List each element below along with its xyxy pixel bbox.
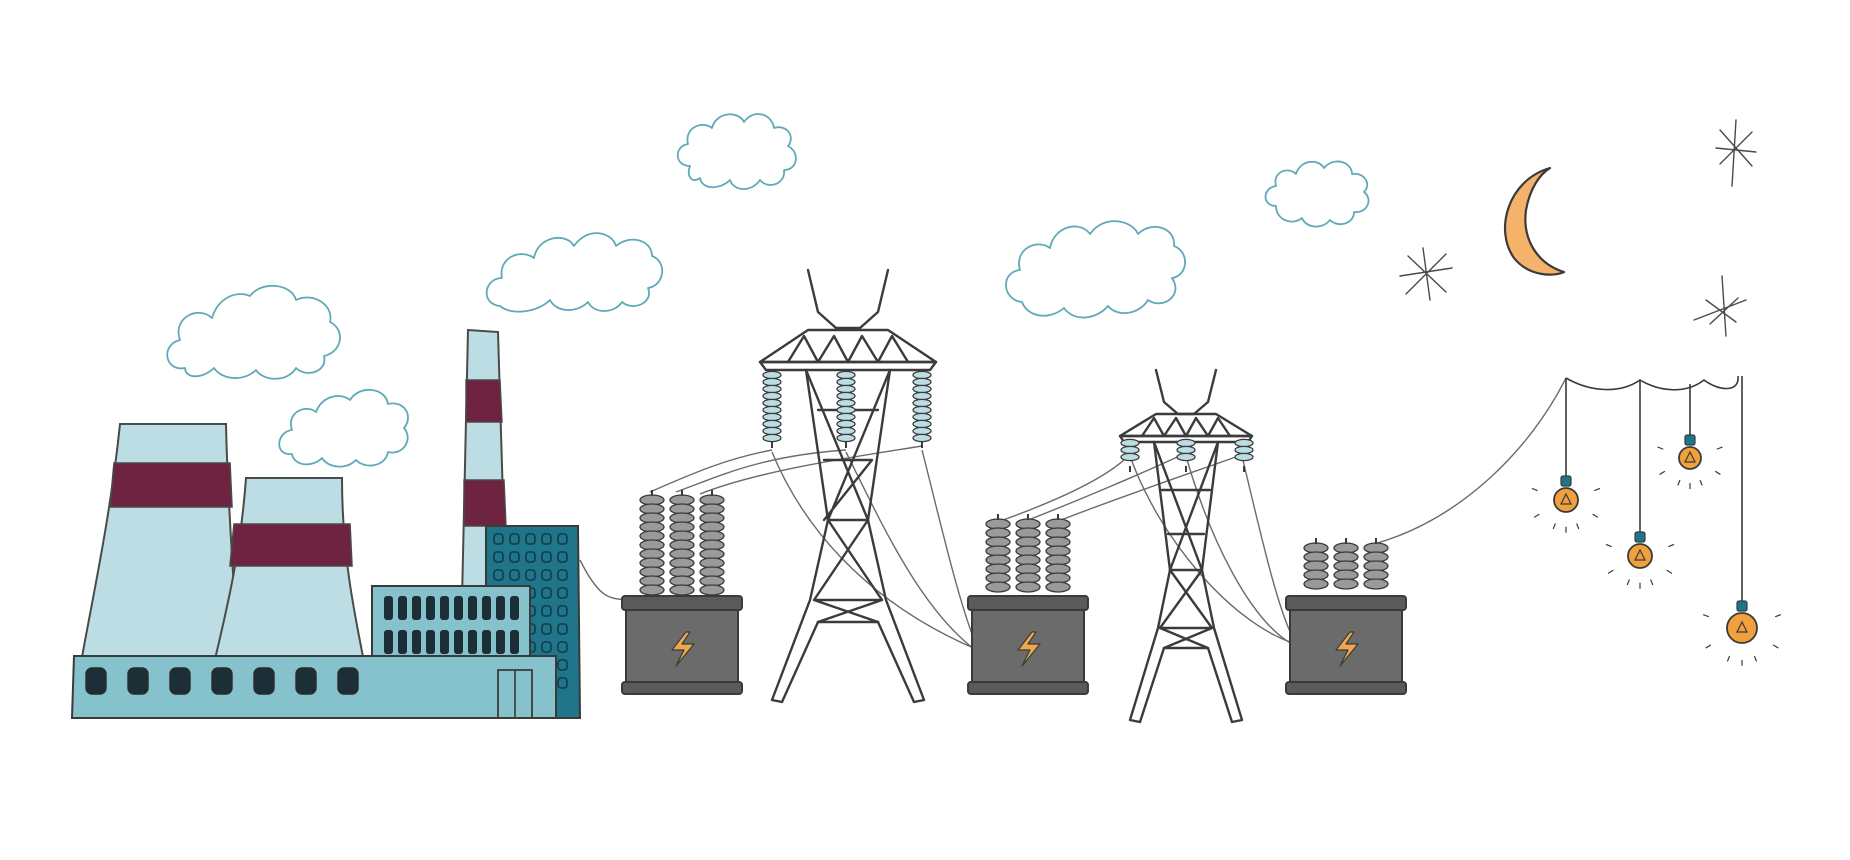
light-bulb-icon	[1702, 376, 1782, 667]
plant-window	[557, 677, 568, 689]
plant-window	[426, 596, 435, 620]
plant-window	[412, 630, 421, 654]
plant-window	[440, 630, 449, 654]
lightning-bolt-icon	[1017, 631, 1041, 667]
plant-window	[127, 667, 149, 695]
cloud-icon	[1264, 160, 1370, 228]
plant-window	[557, 623, 568, 635]
plant-window	[493, 569, 504, 581]
insulator	[1176, 438, 1196, 472]
cloud-icon	[676, 113, 797, 190]
plant-window	[482, 630, 491, 654]
plant-window	[557, 551, 568, 563]
plant-window	[541, 641, 552, 653]
insulator	[1234, 438, 1254, 472]
plant-window	[557, 605, 568, 617]
plant-window	[509, 569, 520, 581]
plant-window	[525, 569, 536, 581]
plant-window	[440, 596, 449, 620]
star-icon	[1693, 275, 1747, 337]
transmission-tower-icon	[1118, 368, 1254, 724]
plant-window	[384, 596, 393, 620]
plant-window	[211, 667, 233, 695]
insulator	[762, 370, 782, 448]
plant-window	[398, 596, 407, 620]
plant-window	[493, 551, 504, 563]
plant-window	[541, 587, 552, 599]
insulator	[1120, 438, 1140, 472]
plant-window	[541, 569, 552, 581]
power-plant-icon	[70, 328, 582, 719]
star-icon	[1715, 119, 1757, 187]
plant-window	[426, 630, 435, 654]
plant-window	[541, 533, 552, 545]
cloud-icon	[166, 284, 341, 380]
plant-window	[454, 596, 463, 620]
plant-window	[482, 596, 491, 620]
insulator	[912, 370, 932, 448]
cloud-icon	[278, 389, 409, 468]
cooling-tower-icon	[78, 423, 240, 669]
plant-window	[510, 596, 519, 620]
plant-window	[295, 667, 317, 695]
plant-window	[454, 630, 463, 654]
cloud-icon	[485, 232, 663, 313]
plant-window	[398, 630, 407, 654]
plant-window	[509, 551, 520, 563]
plant-window	[253, 667, 275, 695]
plant-window	[412, 596, 421, 620]
plant-window	[509, 533, 520, 545]
plant-window	[525, 533, 536, 545]
transformer-icon	[967, 514, 1089, 695]
plant-window	[541, 551, 552, 563]
plant-window	[493, 533, 504, 545]
cooling-tower-icon	[210, 477, 368, 673]
plant-window	[557, 569, 568, 581]
plant-window	[337, 667, 359, 695]
star-icon	[1399, 247, 1453, 301]
plant-window	[557, 533, 568, 545]
cloud-icon	[1005, 220, 1186, 319]
plant-window	[541, 605, 552, 617]
transformer-icon	[1285, 538, 1407, 695]
transformer-icon	[621, 490, 743, 695]
plant-window	[510, 630, 519, 654]
lightning-bolt-icon	[1335, 631, 1359, 667]
plant-window	[85, 667, 107, 695]
plant-window	[468, 596, 477, 620]
plant-window	[496, 630, 505, 654]
plant-window	[525, 551, 536, 563]
light-bulb-icon	[1531, 378, 1601, 533]
transmission-tower-icon	[758, 268, 938, 704]
insulator	[836, 370, 856, 448]
moon-icon	[1504, 166, 1566, 276]
power-lines	[579, 375, 1739, 655]
plant-window	[557, 659, 568, 671]
plant-window	[169, 667, 191, 695]
plant-window	[496, 596, 505, 620]
light-bulb-icon	[1657, 384, 1723, 490]
lightning-bolt-icon	[671, 631, 695, 667]
plant-window	[557, 641, 568, 653]
plant-window	[557, 587, 568, 599]
plant-window	[384, 630, 393, 654]
plant-window	[541, 623, 552, 635]
plant-window	[468, 630, 477, 654]
light-bulb-icon	[1605, 380, 1675, 589]
